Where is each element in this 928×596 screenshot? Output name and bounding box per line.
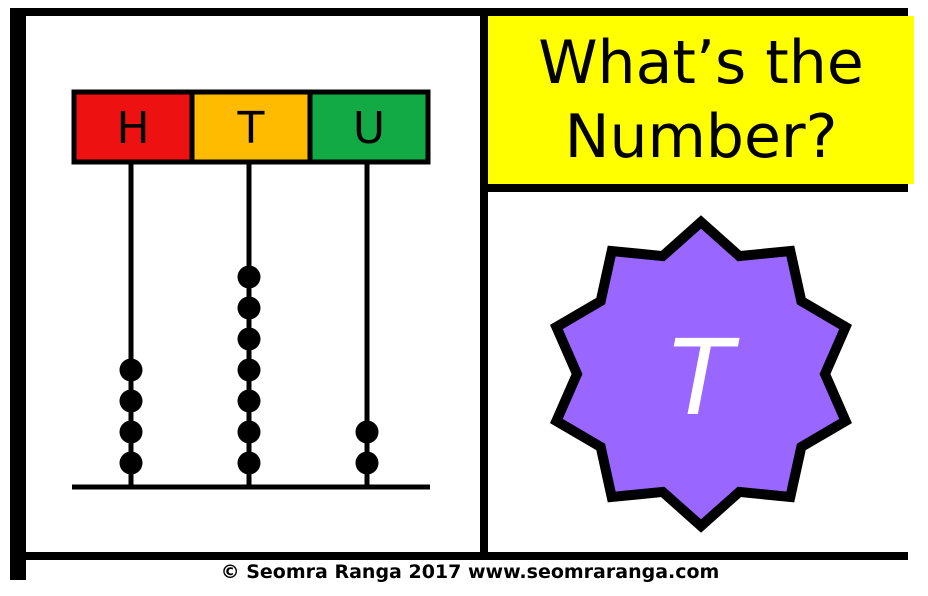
badge-panel: T [488, 192, 914, 552]
abacus-bead [237, 358, 261, 382]
abacus-bead [237, 389, 261, 413]
title-line-1: What’s the [538, 28, 864, 98]
title-line-2: Number? [564, 102, 838, 172]
abacus-bead [119, 420, 143, 444]
badge-letter: T [669, 317, 733, 439]
place-value-label-u: U [353, 103, 385, 154]
page-title: What’s the Number? [488, 16, 914, 184]
abacus-bead [355, 451, 379, 475]
abacus-bead [237, 420, 261, 444]
place-value-label-h: H [116, 103, 149, 154]
title-panel: What’s the Number? [488, 16, 914, 184]
footer-copyright: © Seomra Ranga 2017 www.seomraranga.com [26, 560, 914, 584]
abacus-bead [237, 327, 261, 351]
abacus-bead [119, 358, 143, 382]
abacus-bead [355, 420, 379, 444]
place-value-header-u [307, 89, 431, 165]
place-value-label-t: T [237, 103, 265, 154]
abacus-bead [119, 389, 143, 413]
star-badge-icon [550, 215, 852, 533]
abacus-bead [237, 296, 261, 320]
abacus-bead [237, 265, 261, 289]
abacus-bead [237, 451, 261, 475]
abacus-bead [119, 451, 143, 475]
